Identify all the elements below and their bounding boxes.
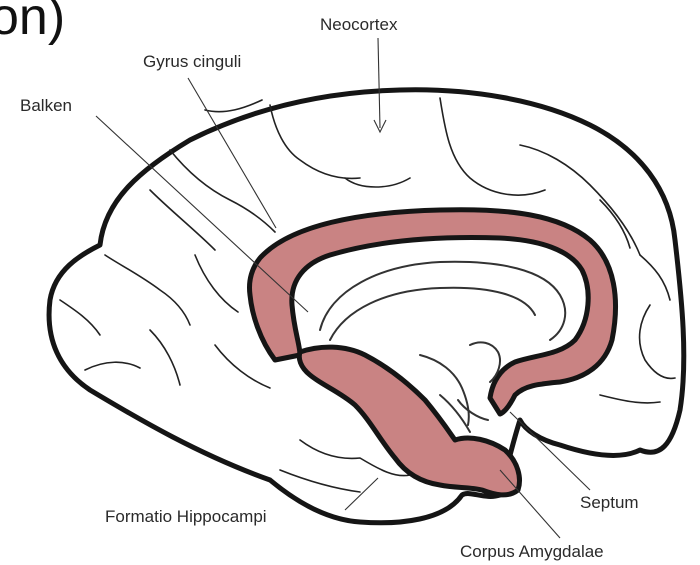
balken-curve bbox=[320, 262, 565, 340]
sulcus-line bbox=[150, 190, 215, 250]
balken-leader bbox=[96, 116, 308, 312]
sulcus-line bbox=[600, 395, 660, 403]
sulcus-line bbox=[150, 330, 180, 385]
sulcus-line bbox=[640, 255, 670, 300]
sulcus-line bbox=[170, 150, 275, 232]
gyrus-cinguli-label: Gyrus cinguli bbox=[143, 52, 241, 71]
balken-label: Balken bbox=[20, 96, 72, 115]
sulcus-line bbox=[195, 255, 238, 312]
corpus-amygdalae-label: Corpus Amygdalae bbox=[460, 542, 604, 561]
gyrus-cinguli-leader bbox=[188, 78, 276, 228]
formatio-hippocampi-leader bbox=[345, 478, 378, 510]
sulcus-line bbox=[600, 200, 630, 248]
gyrus-cinguli-region bbox=[249, 210, 615, 414]
fornix-curve bbox=[330, 288, 535, 340]
sulcus-line bbox=[270, 105, 360, 178]
sulcus-line bbox=[205, 100, 262, 112]
neocortex-leader bbox=[378, 38, 380, 128]
septum-label: Septum bbox=[580, 493, 639, 512]
fornix-curve bbox=[470, 342, 500, 382]
formatio-hippocampi-label: Formatio Hippocampi bbox=[105, 507, 267, 526]
sulcus-line bbox=[215, 345, 270, 388]
title-fragment: on) bbox=[0, 0, 65, 46]
neocortex-label: Neocortex bbox=[320, 15, 398, 34]
sulcus-line bbox=[85, 362, 140, 370]
sulcus-line bbox=[105, 255, 190, 325]
sulcus-line bbox=[60, 300, 100, 335]
formatio-hippocampi-region bbox=[299, 347, 519, 495]
sulcus-line bbox=[345, 178, 410, 187]
corpus-amygdalae-leader bbox=[500, 470, 560, 538]
fornix-curve bbox=[458, 400, 488, 420]
sulcus-line bbox=[640, 305, 675, 378]
sulcus-line bbox=[280, 470, 360, 492]
